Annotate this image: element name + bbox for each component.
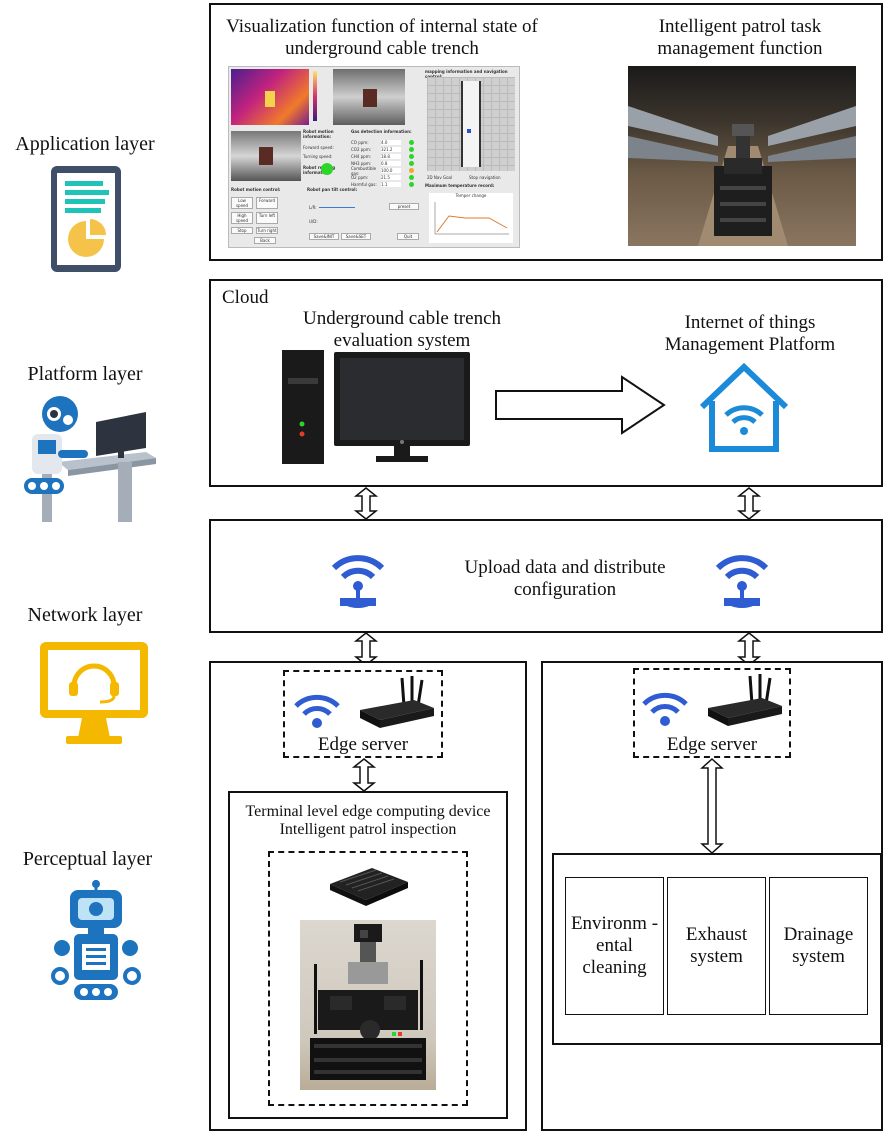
wifi-icon-left-edge bbox=[292, 690, 342, 730]
gas-row: NH3 ppm:0.8 bbox=[351, 160, 421, 167]
visualization-software-screenshot: Robot motion information: Forward speed:… bbox=[228, 66, 520, 248]
gas-row: CO ppm:4.0 bbox=[351, 139, 421, 146]
evaluation-system-title: Underground cable trench evaluation syst… bbox=[302, 308, 501, 351]
application-layer-label: Application layer bbox=[15, 133, 155, 155]
gas-readings-table: CO ppm:4.0 CO2 ppm:321.2 CH4 ppm:18.8 NH… bbox=[351, 139, 421, 188]
pan-save-set-button[interactable]: Save&SET bbox=[341, 233, 371, 240]
system-environmental-cleaning bbox=[565, 877, 664, 1015]
edge-server-left-label: Edge server bbox=[317, 734, 409, 755]
network-box bbox=[209, 519, 883, 633]
terminal-device-title: Terminal level edge computing device Int… bbox=[245, 803, 491, 839]
robot-reading-info-label: Robot reading information: bbox=[303, 165, 336, 175]
tablet-report-icon bbox=[50, 165, 122, 273]
cloud-label: Cloud bbox=[222, 287, 269, 308]
perceptual-layer-label: Perceptual layer bbox=[22, 848, 153, 870]
navigation-map bbox=[427, 77, 515, 171]
edge-server-right-group bbox=[633, 668, 791, 758]
temperature-chart-title: Temper change bbox=[455, 193, 487, 198]
system-drainage-label: Drainage system bbox=[783, 924, 854, 967]
platform-layer-label: Platform layer bbox=[27, 363, 143, 385]
patrol-robot-photo bbox=[628, 66, 856, 246]
patrol-robot-product-photo bbox=[300, 920, 436, 1090]
thermal-colorbar bbox=[313, 71, 317, 121]
gas-row: Harmful gas:1.1 bbox=[351, 181, 421, 188]
pan-lr-slider[interactable] bbox=[319, 207, 355, 208]
pan-lr-label: L/R: bbox=[309, 205, 317, 210]
trench-camera-image-1 bbox=[333, 69, 405, 125]
edge-server-device-left bbox=[358, 676, 436, 730]
desktop-computer-icon bbox=[280, 350, 480, 468]
robot-icon bbox=[48, 880, 144, 1012]
edge-server-device-right bbox=[706, 674, 784, 728]
pan-tilt-label: Robot pan tilt control: bbox=[307, 187, 358, 192]
trench-camera-image-2 bbox=[231, 131, 301, 181]
turn-right-button[interactable]: Turn right bbox=[256, 227, 278, 234]
terminal-device-group bbox=[268, 851, 468, 1106]
jetson-board-image bbox=[326, 860, 412, 910]
stop-navigation-button[interactable]: Stop navigation bbox=[469, 175, 501, 180]
router-wifi-icon-right bbox=[712, 542, 772, 614]
edge-server-left-group bbox=[283, 670, 443, 758]
gas-detection-info-label: Gas detection information: bbox=[351, 129, 412, 134]
motion-buttons: Low speed Forward High speed Turn left S… bbox=[231, 197, 301, 244]
temperature-chart: Temper change bbox=[429, 193, 513, 243]
nav-goal-button[interactable]: 2D Nav Goal bbox=[427, 175, 453, 180]
forward-button[interactable]: Forward bbox=[256, 197, 278, 209]
reading-status-led bbox=[321, 163, 333, 175]
router-wifi-icon-left bbox=[328, 542, 388, 614]
max-temp-label: Maximum temperature record: bbox=[425, 183, 495, 188]
long-double-arrow-edge-systems bbox=[700, 758, 724, 854]
back-button[interactable]: Back bbox=[254, 237, 276, 244]
thermal-camera-image bbox=[231, 69, 309, 125]
gas-row: CO2 ppm:321.2 bbox=[351, 146, 421, 153]
visualization-title: Visualization function of internal state… bbox=[226, 16, 538, 59]
pan-ud-label: U/D: bbox=[309, 219, 318, 224]
pan-save-init-button[interactable]: Save&INIT bbox=[309, 233, 339, 240]
mapping-title-label: mapping information and navigation contr… bbox=[425, 69, 508, 79]
wifi-icon-right-edge bbox=[640, 688, 690, 728]
robot-motion-info-label: Robot motion information: bbox=[303, 129, 334, 139]
double-arrow-platform-network-right bbox=[737, 487, 761, 520]
upload-distribute-label: Upload data and distribute configuration bbox=[464, 557, 666, 600]
forward-speed-label: Forward speed: bbox=[303, 145, 334, 150]
preset-button[interactable]: preset bbox=[389, 203, 419, 210]
robot-at-desk-icon bbox=[18, 390, 158, 525]
system-exhaust-label: Exhaust system bbox=[685, 924, 748, 967]
stop-button[interactable]: Stop bbox=[231, 227, 253, 234]
monitor-headset-icon bbox=[38, 640, 150, 746]
double-arrow-platform-network-left bbox=[354, 487, 378, 520]
edge-server-right-label: Edge server bbox=[666, 734, 758, 755]
turning-speed-label: Turning speed: bbox=[303, 154, 333, 159]
system-exhaust bbox=[667, 877, 766, 1015]
motion-control-label: Robot motion control: bbox=[231, 187, 281, 192]
system-environmental-cleaning-label: Environm -ental cleaning bbox=[570, 913, 659, 978]
quit-button[interactable]: Quit bbox=[397, 233, 419, 240]
smart-home-wifi-icon bbox=[698, 363, 790, 453]
patrol-title: Intelligent patrol task management funct… bbox=[657, 16, 823, 59]
double-arrow-edge-terminal bbox=[352, 758, 376, 792]
high-speed-button[interactable]: High speed bbox=[231, 212, 253, 224]
network-layer-label: Network layer bbox=[27, 604, 143, 626]
gas-row: O2 ppm:21.5 bbox=[351, 174, 421, 181]
gas-row: Combustible gas:100.0 bbox=[351, 166, 421, 176]
turn-left-button[interactable]: Turn left bbox=[256, 212, 278, 224]
system-drainage bbox=[769, 877, 868, 1015]
iot-platform-title: Internet of things Management Platform bbox=[664, 312, 836, 355]
gas-row: CH4 ppm:18.8 bbox=[351, 153, 421, 160]
low-speed-button[interactable]: Low speed bbox=[231, 197, 253, 209]
right-arrow-icon bbox=[494, 375, 666, 435]
